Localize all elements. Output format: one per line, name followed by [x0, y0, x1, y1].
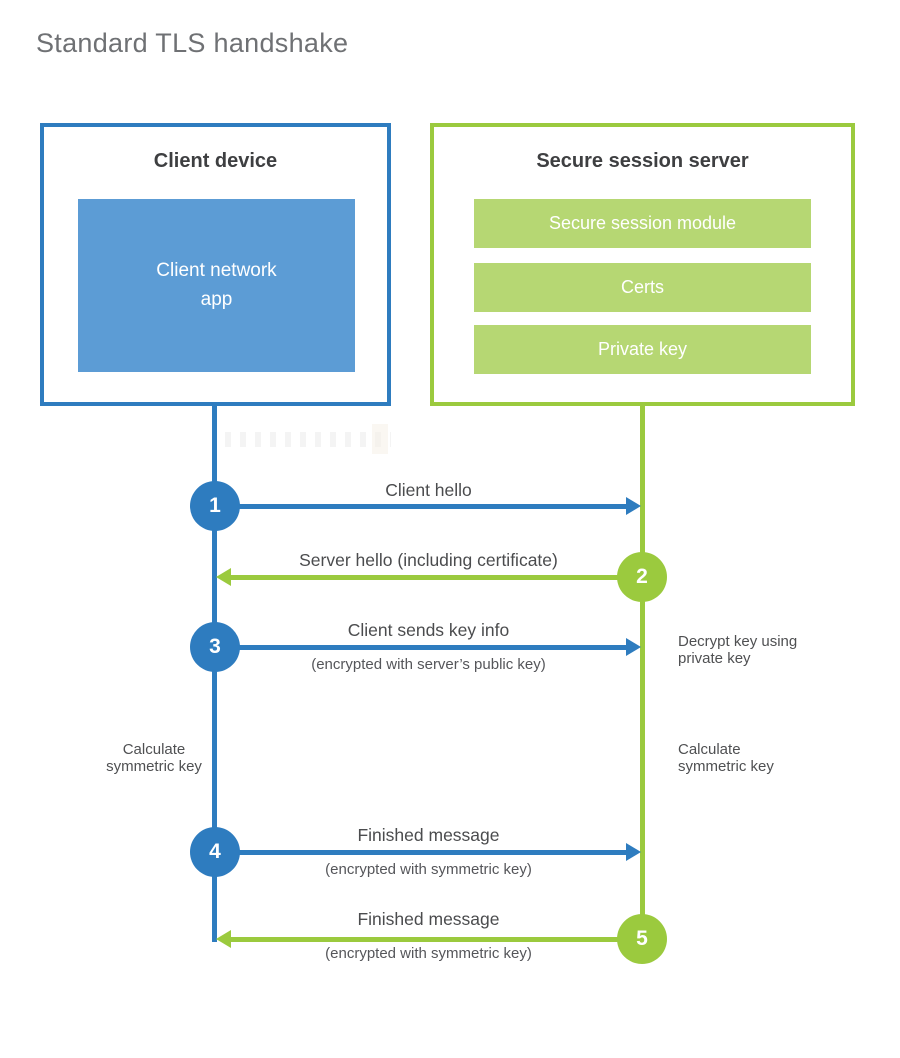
faded-mark-artifact	[372, 424, 388, 454]
step-4-sublabel: (encrypted with symmetric key)	[325, 861, 532, 878]
calc-note-client-line1: Calculate	[122, 741, 186, 758]
step-5-sublabel: (encrypted with symmetric key)	[325, 945, 532, 962]
step-3-sublabel: (encrypted with server’s public key)	[311, 656, 546, 673]
step-4-badge: 4	[190, 827, 240, 877]
server-module-secure-session: Secure session module	[474, 199, 811, 248]
calc-symmetric-key-note-client: Calculate symmetric key	[88, 741, 220, 775]
faded-dash-artifact	[225, 432, 391, 447]
calc-note-server-line1: Calculate	[678, 741, 741, 758]
server-module-certs: Certs	[474, 263, 811, 312]
arrow-step-3	[215, 638, 641, 656]
arrow-step-5	[216, 930, 642, 948]
arrowhead-left-icon	[216, 930, 231, 948]
secure-session-server-box: Secure session server Secure session mod…	[430, 123, 855, 406]
client-network-app-box: Client network app	[78, 199, 355, 372]
arrow-step-2	[216, 568, 642, 586]
calc-note-client-line2: symmetric key	[106, 758, 202, 775]
arrowhead-right-icon	[626, 497, 641, 515]
step-1-badge: 1	[190, 481, 240, 531]
step-5-badge: 5	[617, 914, 667, 964]
calc-note-server-line2: symmetric key	[678, 758, 774, 775]
client-device-box: Client device Client network app	[40, 123, 391, 406]
decrypt-key-note: Decrypt key using private key	[678, 633, 797, 667]
step-3-label: Client sends key info	[347, 620, 510, 640]
arrowhead-left-icon	[216, 568, 231, 586]
arrow-step-1	[215, 497, 641, 515]
step-5-label: Finished message	[357, 909, 500, 929]
client-app-label-line2: app	[200, 288, 233, 310]
step-3-badge: 3	[190, 622, 240, 672]
step-2-label: Server hello (including certificate)	[299, 550, 558, 570]
step-4-label: Finished message	[357, 825, 500, 845]
arrow-step-4	[215, 843, 641, 861]
client-lifeline	[212, 404, 217, 942]
arrowhead-right-icon	[626, 638, 641, 656]
server-lifeline	[640, 404, 645, 939]
server-module-private-key: Private key	[474, 325, 811, 374]
client-app-label-line1: Client network	[156, 260, 277, 281]
decrypt-key-note-line2: private key	[678, 650, 751, 667]
server-title: Secure session server	[536, 150, 749, 172]
client-device-title: Client device	[153, 150, 278, 172]
step-2-badge: 2	[617, 552, 667, 602]
decrypt-key-note-line1: Decrypt key using	[678, 633, 798, 650]
step-1-label: Client hello	[385, 480, 472, 500]
arrowhead-right-icon	[626, 843, 641, 861]
calc-symmetric-key-note-server: Calculate symmetric key	[678, 741, 774, 775]
page-title: Standard TLS handshake	[36, 28, 349, 58]
